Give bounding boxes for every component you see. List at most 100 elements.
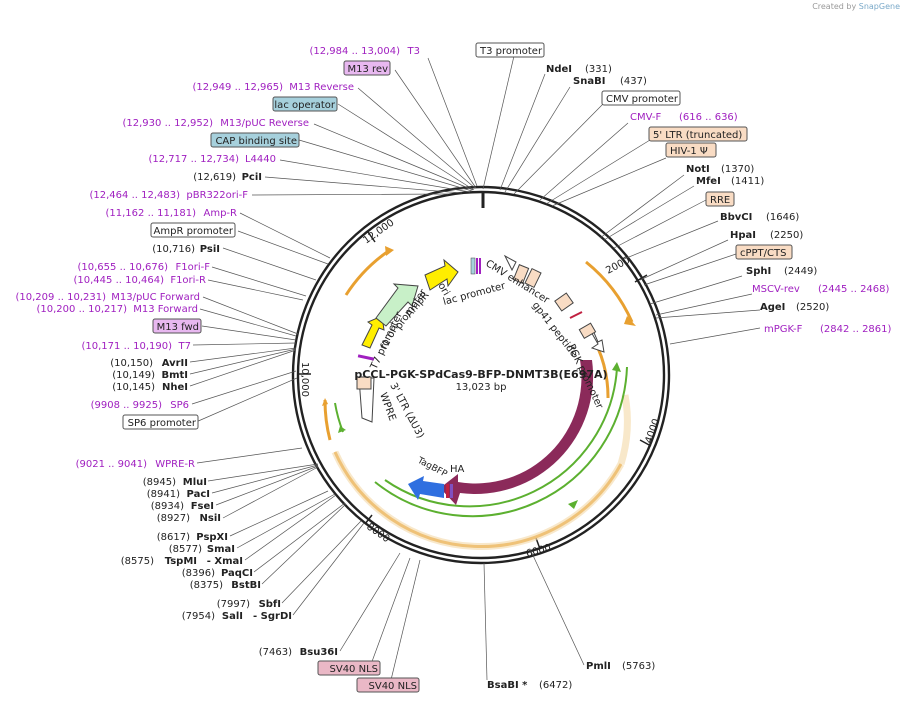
gp41-feature[interactable] [554,292,574,312]
psii-name[interactable]: PsiI [200,244,220,255]
ltr3-box [356,376,372,390]
rre-name: RRE [710,195,730,206]
avrii-range: (10,150) [110,358,153,369]
t3-promoter-box[interactable] [475,42,545,58]
pspxi-name[interactable]: PspXI [196,532,228,543]
sgrdi-name[interactable]: - SgrDI [253,611,292,622]
pgk-box [578,322,597,340]
paci-name[interactable]: PacI [187,489,210,500]
mfei-name[interactable]: MfeI [696,176,721,187]
tagbfp-feature[interactable] [408,476,444,500]
hpai-name[interactable]: HpaI [730,230,756,241]
bstbi-name[interactable]: BstBI [231,580,261,591]
f1ori-r-name[interactable]: F1ori-R [170,275,206,286]
cmv-f-range: (616 .. 636) [679,112,738,123]
bsabi-name[interactable]: BsaBI * [487,680,528,691]
snapgene-credit: Created by SnapGene [812,2,900,11]
ori-feature[interactable] [424,258,459,291]
m13-puc-fwd-range: (10,209 .. 10,231) [16,292,107,303]
bbvci-name[interactable]: BbvCI [720,212,752,223]
m13-fwd-name: M13 fwd [157,322,199,333]
sphi-name[interactable]: SphI [746,266,771,277]
tick-label-10000: 10,000 [299,362,310,397]
m13-puc-rev-range: (12,930 .. 12,952) [123,118,214,129]
sbfi-range: (7997) [217,599,250,610]
plasmid-length: 13,023 bp [456,382,507,393]
noti-name[interactable]: NotI [686,164,710,175]
m13-reverse-name[interactable]: M13 Reverse [289,82,354,93]
psii-range: (10,716) [152,244,195,255]
cap-site-box[interactable] [210,132,300,148]
mscv-rev-name[interactable]: MSCV-rev [752,284,800,295]
credit-brand: SnapGene [858,2,900,11]
fsei-name[interactable]: FseI [191,501,214,512]
ndei-name[interactable]: NdeI [546,64,572,75]
cmv-f-name[interactable]: CMV-F [630,112,661,123]
sv40-nls-box-2[interactable] [356,677,420,693]
ampr-primer-range: (11,162 .. 11,181) [106,208,197,219]
xmai-name[interactable]: - XmaI [207,556,243,567]
smai-name[interactable]: SmaI [207,544,235,555]
cmv-promoter-box[interactable] [601,90,681,106]
nhei-name[interactable]: NheI [162,382,188,393]
mpgk-f-name[interactable]: mPGK-F [764,324,803,335]
f1ori-f-name[interactable]: F1ori-F [176,262,211,273]
snabi-name[interactable]: SnaBI [573,76,605,87]
sali-range: (7954) [182,611,215,622]
t3-name[interactable]: T3 [407,46,420,57]
t7-name[interactable]: T7 [178,341,191,352]
hiv-box[interactable] [665,142,717,158]
ampr-feature[interactable] [375,283,419,327]
m13-rev-box[interactable] [343,60,391,76]
rre-box[interactable] [705,191,735,207]
backbone [291,185,671,565]
bmti-name[interactable]: BmtI [161,370,188,381]
tspmi-name[interactable]: TspMI [165,556,197,567]
mlui-name[interactable]: MluI [183,477,207,488]
m13-fwd-box[interactable] [152,318,202,334]
pmli-name[interactable]: PmlI [586,661,611,672]
green-arcs [334,366,628,518]
nsii-name[interactable]: NsiI [200,513,221,524]
m13-puc-fwd-name[interactable]: M13/pUC Forward [111,292,200,303]
cppt-box[interactable] [735,244,793,260]
m13-puc-rev-name[interactable]: M13/pUC Reverse [220,118,309,129]
sp6-name[interactable]: SP6 [170,400,189,411]
ltr5-box[interactable] [648,126,748,142]
l4440-name[interactable]: L4440 [245,154,276,165]
m13-forward-range: (10,200 .. 10,217) [37,304,128,315]
lac-operator-name: lac operator [274,100,335,111]
gp41-tick [569,311,583,319]
pcii-name[interactable]: PciI [242,172,262,183]
sbfi-name[interactable]: SbfI [259,599,281,610]
pbr322-name[interactable]: pBR322ori-F [186,190,248,201]
mlui-range: (8945) [143,477,176,488]
sp6-promoter-box[interactable] [122,414,199,430]
sv40-nls-box-1[interactable] [317,660,381,676]
sp6-promoter-name: SP6 promoter [128,418,197,429]
ampr-primer-name[interactable]: Amp-R [204,208,238,219]
avrii-name[interactable]: AvrII [162,358,188,369]
tick-label-6000: 6000 [525,543,552,560]
sali-name[interactable]: SalI [222,611,243,622]
bsu36i-name[interactable]: Bsu36I [300,647,338,658]
wpre-r-name[interactable]: WPRE-R [155,459,195,470]
cmv-enhancer-label: CMV enhancer [483,258,551,306]
agei-range: (2520) [796,302,829,313]
paqci-name[interactable]: PaqCI [221,568,253,579]
cmv-enhancer-feature[interactable] [503,254,542,289]
paci-range: (8941) [147,489,180,500]
hpai-range: (2250) [770,230,803,241]
ampr-promoter-box[interactable] [150,222,236,238]
pspxi-range: (8617) [157,532,190,543]
cmv-promoter-name: CMV promoter [606,94,679,105]
cas9-feature[interactable] [440,360,594,505]
agei-name[interactable]: AgeI [760,302,785,313]
primer-mark-left [357,354,375,361]
ampr-promoter-name: AmpR promoter [154,226,234,237]
orange-arrowheads [322,246,636,406]
lac-operator-box[interactable] [272,96,338,112]
m13-reverse-range: (12,949 .. 12,965) [193,82,284,93]
snabi-range: (437) [620,76,647,87]
m13-forward-name[interactable]: M13 Forward [133,304,198,315]
